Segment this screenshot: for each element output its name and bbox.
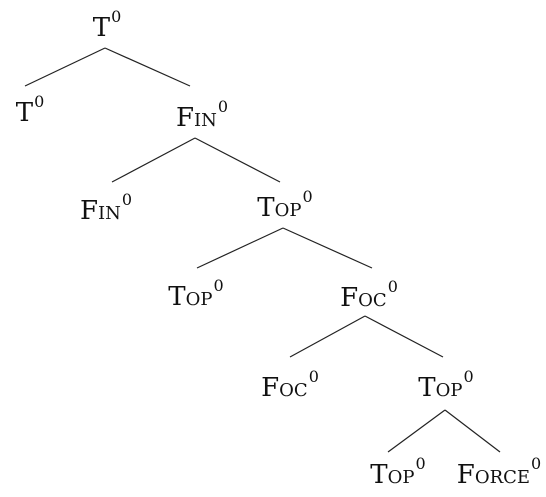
edge-foc-to-foc-leaf xyxy=(289,315,366,358)
edge-fin-to-fin-leaf xyxy=(111,137,196,183)
edge-foc-to-top-lower xyxy=(364,315,444,358)
node-superscript: 0 xyxy=(302,187,313,207)
node-top-leaf: Top0 xyxy=(168,278,223,312)
node-superscript: 0 xyxy=(463,367,474,387)
edge-top-lower-to-top-leaf xyxy=(387,409,446,453)
node-label: Force xyxy=(456,460,531,490)
node-label: Top xyxy=(370,460,415,490)
edge-t-root-to-t-leaf xyxy=(24,47,106,87)
node-label: Top xyxy=(257,193,302,223)
edge-top-to-foc xyxy=(282,227,373,269)
node-superscript: 0 xyxy=(415,454,426,474)
node-superscript: 0 xyxy=(217,97,229,117)
node-t-root: T0 xyxy=(92,9,122,43)
node-superscript: 0 xyxy=(34,92,45,112)
edge-fin-to-top xyxy=(194,137,281,183)
node-label: Fin xyxy=(79,196,121,226)
edge-top-lower-to-force-leaf xyxy=(444,409,501,453)
node-top-lower: Top0 xyxy=(418,369,473,403)
node-superscript: 0 xyxy=(387,277,398,297)
node-label: T xyxy=(15,98,34,128)
node-superscript: 0 xyxy=(111,7,122,27)
node-fin-leaf: Fin0 xyxy=(79,192,132,226)
node-superscript: 0 xyxy=(121,190,133,210)
edge-t-root-to-fin xyxy=(104,47,191,87)
node-label: Fin xyxy=(175,103,217,133)
node-foc: Foc0 xyxy=(340,279,398,313)
node-label: T xyxy=(92,13,111,43)
node-superscript: 0 xyxy=(531,454,542,474)
node-label: Top xyxy=(418,373,463,403)
node-top-leaf-lower: Top0 xyxy=(370,456,425,490)
node-top: Top0 xyxy=(257,189,312,223)
node-foc-leaf: Foc0 xyxy=(261,369,319,403)
node-label: Top xyxy=(168,282,213,312)
node-superscript: 0 xyxy=(213,276,224,296)
node-fin: Fin0 xyxy=(175,99,228,133)
node-force-leaf: Force0 xyxy=(456,456,541,490)
node-label: Foc xyxy=(340,283,387,313)
node-superscript: 0 xyxy=(308,367,319,387)
node-t-leaf: T0 xyxy=(15,94,45,128)
edge-top-to-top-leaf xyxy=(196,227,284,269)
node-label: Foc xyxy=(261,373,308,403)
